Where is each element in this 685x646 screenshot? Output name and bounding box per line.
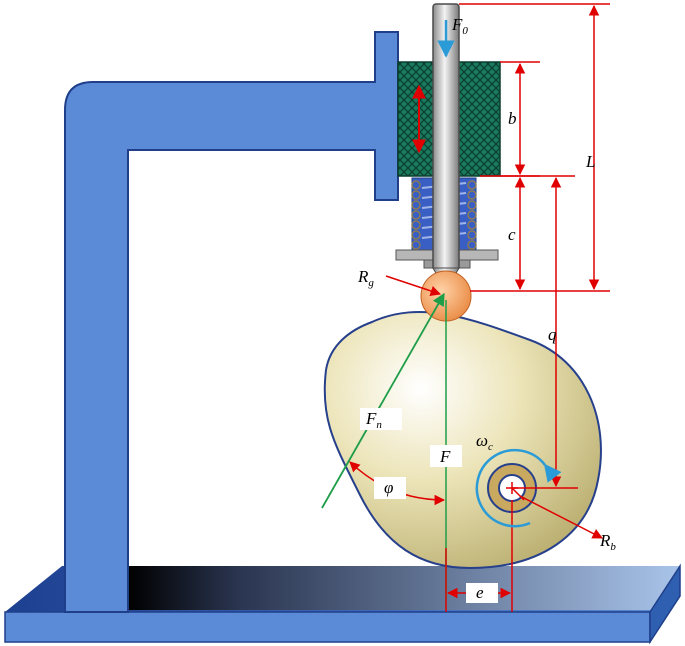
frame [64, 31, 399, 613]
label-f: F [439, 447, 451, 466]
label-f0: F0 [451, 15, 468, 37]
label-rg: Rg [357, 267, 374, 289]
label-l: L [585, 152, 595, 171]
dimension-c [480, 175, 575, 291]
label-b: b [508, 109, 517, 128]
dimension-q [512, 176, 578, 489]
label-q: q [548, 325, 557, 344]
label-e: e [476, 583, 484, 602]
force-fn-arrow [321, 292, 445, 509]
dimension-b [500, 61, 540, 177]
dimension-l [459, 3, 610, 292]
label-rb: Rb [599, 531, 616, 553]
label-omega-c: ωc [476, 431, 493, 453]
omega-arc [475, 448, 562, 528]
cam [323, 311, 602, 570]
label-fn: Fn [365, 409, 382, 431]
label-c: c [508, 225, 516, 244]
label-phi: φ [384, 478, 393, 497]
rb-leader [519, 495, 603, 539]
rg-leader [385, 275, 441, 296]
